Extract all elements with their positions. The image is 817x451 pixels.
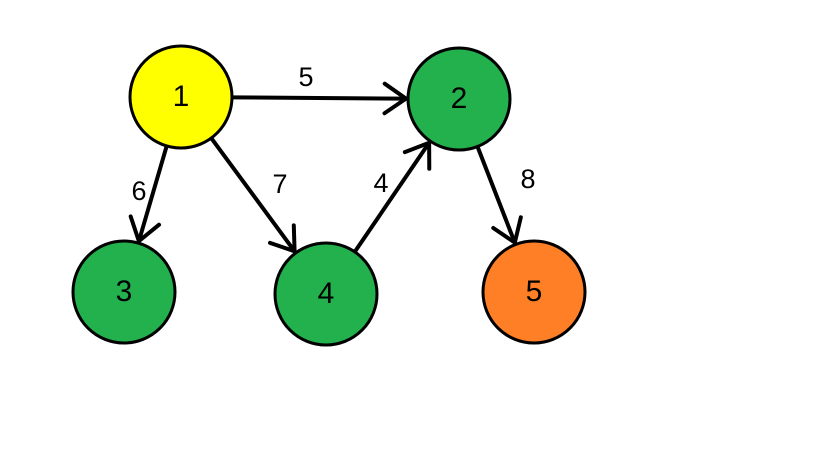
edge-1-3: 6 (128, 143, 169, 245)
node-1: 1 (128, 44, 234, 150)
node-label: 3 (116, 275, 133, 308)
node-circle (71, 239, 177, 345)
node-5: 5 (481, 239, 587, 345)
edge-weight-label: 8 (520, 164, 535, 194)
edge-weight-label: 7 (272, 169, 287, 199)
arrowhead-2-5 (491, 215, 523, 246)
arrowhead-1-3 (128, 214, 162, 245)
node-circle (128, 44, 234, 150)
arrowhead-1-4 (268, 223, 297, 255)
node-circle (406, 46, 512, 152)
edge-2-5: 8 (475, 144, 536, 246)
edge-4-2: 4 (352, 139, 432, 254)
edge-line-2-5 (475, 144, 517, 245)
node-label: 4 (318, 277, 335, 310)
edge-line-1-3 (136, 143, 169, 244)
edge-weight-label: 5 (298, 62, 313, 92)
edge-line-1-2 (229, 95, 409, 101)
node-4: 4 (273, 241, 379, 347)
node-circle (273, 241, 379, 347)
edge-line-4-2 (352, 140, 432, 254)
node-label: 1 (173, 80, 190, 113)
node-circle (481, 239, 587, 345)
edge-1-4: 7 (209, 136, 297, 255)
node-label: 2 (451, 82, 468, 115)
edge-weight-label: 6 (131, 176, 146, 206)
node-label: 5 (526, 275, 543, 308)
nodes-layer: 1 2 3 4 5 (71, 44, 587, 347)
edge-weight-label: 4 (373, 168, 388, 198)
edge-line-1-4 (209, 136, 297, 254)
node-2: 2 (406, 46, 512, 152)
arrowhead-1-2 (382, 81, 410, 116)
arrowhead-4-2 (402, 139, 432, 171)
edge-1-2: 5 (229, 62, 410, 116)
node-3: 3 (71, 239, 177, 345)
edges-layer: 5 6 7 4 8 (128, 62, 536, 255)
